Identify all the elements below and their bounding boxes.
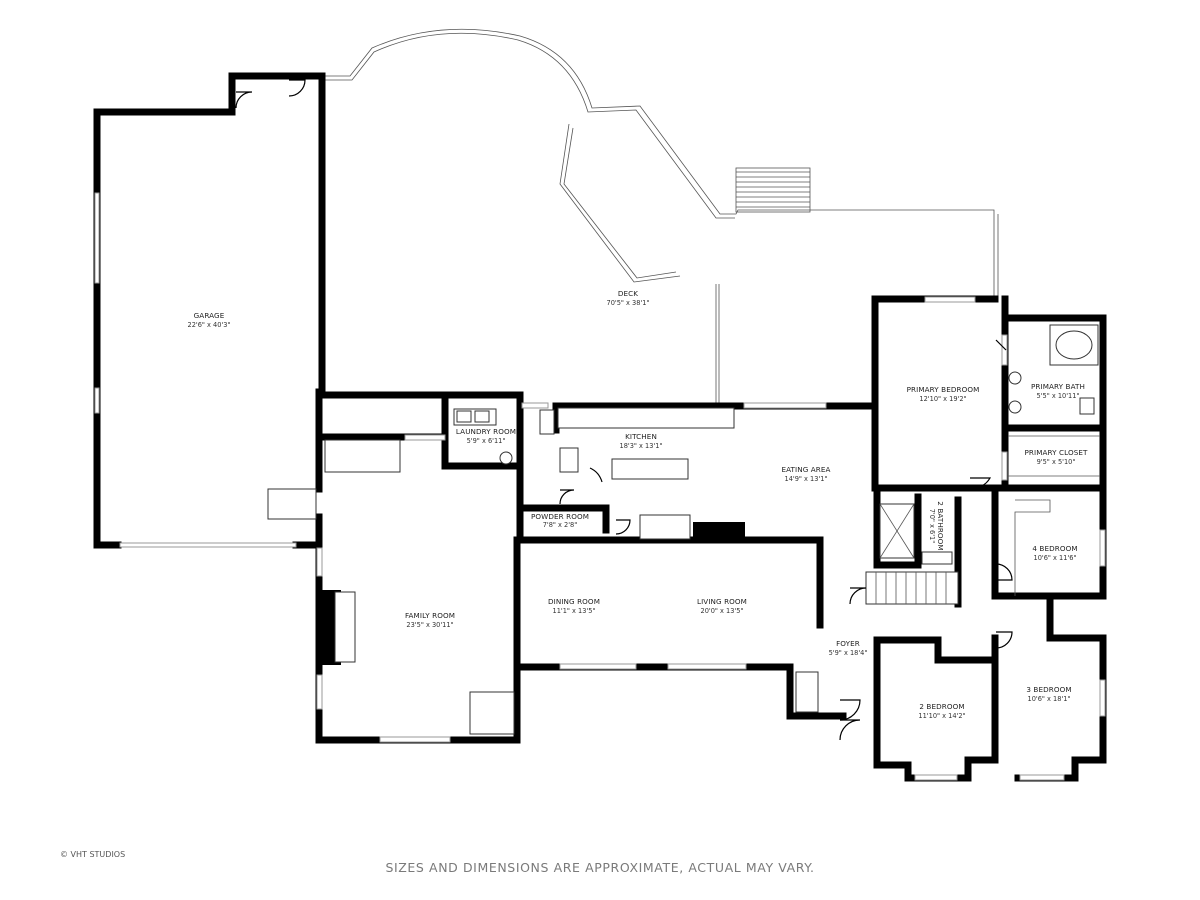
room-name: LAUNDRY ROOM xyxy=(456,427,516,436)
room-name: EATING AREA xyxy=(781,465,830,474)
room-label-kitchen: KITCHEN 18'3" x 13'1" xyxy=(620,432,663,450)
room-label-primary-bath: PRIMARY BATH 5'5" x 10'11" xyxy=(1031,382,1085,400)
room-labels: GARAGE 22'6" x 40'3" DECK 70'5" x 38'1" … xyxy=(188,289,1088,720)
garage-walls xyxy=(93,72,326,552)
room-dims: 9'5" x 5'10" xyxy=(1037,458,1076,466)
room-label-deck: DECK 70'5" x 38'1" xyxy=(607,289,650,307)
room-label-eating-area: EATING AREA 14'9" x 13'1" xyxy=(781,465,830,483)
room-dims: 10'6" x 11'6" xyxy=(1034,554,1077,562)
room-name: PRIMARY BATH xyxy=(1031,382,1085,391)
room-dims: 14'9" x 13'1" xyxy=(785,475,828,483)
room-label-2-bedroom: 2 BEDROOM 11'10" x 14'2" xyxy=(918,702,965,720)
room-name: PRIMARY CLOSET xyxy=(1024,448,1088,457)
room-label-living-room: LIVING ROOM 20'0" x 13'5" xyxy=(697,597,747,615)
room-name: DINING ROOM xyxy=(548,597,600,606)
room-dims: 7'0" x 6'1" xyxy=(928,509,936,544)
room-label-family-room: FAMILY ROOM 23'5" x 30'11" xyxy=(405,611,455,629)
room-name: KITCHEN xyxy=(625,432,657,441)
door-swings xyxy=(559,339,1013,741)
room-label-garage: GARAGE 22'6" x 40'3" xyxy=(188,311,231,329)
deck-stairs xyxy=(735,167,811,213)
room-name: 3 BEDROOM xyxy=(1026,685,1071,694)
room-name: 2 BATHROOM xyxy=(936,501,945,550)
room-label-laundry: LAUNDRY ROOM 5'9" x 6'11" xyxy=(456,427,516,445)
deck-outline xyxy=(322,28,999,404)
room-dims: 70'5" x 38'1" xyxy=(607,299,650,307)
room-dims: 23'5" x 30'11" xyxy=(406,621,453,629)
room-dims: 10'6" x 18'1" xyxy=(1028,695,1071,703)
room-label-primary-closet: PRIMARY CLOSET 9'5" x 5'10" xyxy=(1024,448,1088,466)
room-name: DECK xyxy=(618,289,638,298)
room-name: GARAGE xyxy=(194,311,225,320)
room-dims: 11'1" x 13'5" xyxy=(553,607,596,615)
room-dims: 11'10" x 14'2" xyxy=(918,712,965,720)
room-dims: 22'6" x 40'3" xyxy=(188,321,231,329)
house-walls xyxy=(315,295,1107,782)
copyright-text: © VHT STUDIOS xyxy=(60,850,126,859)
room-dims: 18'3" x 13'1" xyxy=(620,442,663,450)
room-name: PRIMARY BEDROOM xyxy=(907,385,980,394)
room-label-dining-room: DINING ROOM 11'1" x 13'5" xyxy=(548,597,600,615)
room-dims: 5'5" x 10'11" xyxy=(1037,392,1080,400)
room-name: LIVING ROOM xyxy=(697,597,747,606)
room-dims: 20'0" x 13'5" xyxy=(701,607,744,615)
room-name: FAMILY ROOM xyxy=(405,611,455,620)
room-dims: 12'10" x 19'2" xyxy=(919,395,966,403)
windows xyxy=(316,296,1106,781)
room-label-powder-room: POWDER ROOM 7'8" x 2'8" xyxy=(531,512,589,529)
fixtures xyxy=(324,324,1100,735)
room-name: POWDER ROOM xyxy=(531,512,589,521)
room-name: 2 BEDROOM xyxy=(919,702,964,711)
disclaimer-text: SIZES AND DIMENSIONS ARE APPROXIMATE, AC… xyxy=(385,860,815,875)
room-label-3-bedroom: 3 BEDROOM 10'6" x 18'1" xyxy=(1026,685,1071,703)
room-name: 4 BEDROOM xyxy=(1032,544,1077,553)
room-name: FOYER xyxy=(836,639,860,648)
room-dims: 5'9" x 6'11" xyxy=(467,437,506,445)
room-label-4-bedroom: 4 BEDROOM 10'6" x 11'6" xyxy=(1032,544,1077,562)
room-label-primary-bedroom: PRIMARY BEDROOM 12'10" x 19'2" xyxy=(907,385,980,403)
room-label-foyer: FOYER 5'9" x 18'4" xyxy=(829,639,868,657)
room-dims: 7'8" x 2'8" xyxy=(543,521,578,529)
room-label-2-bathroom: 2 BATHROOM 7'0" x 6'1" xyxy=(928,501,945,550)
room-dims: 5'9" x 18'4" xyxy=(829,649,868,657)
